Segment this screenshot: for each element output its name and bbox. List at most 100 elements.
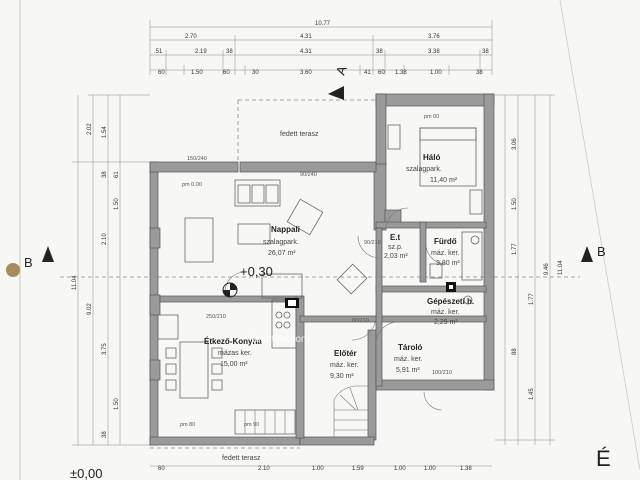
room-eloter-floor: máz. ker. xyxy=(330,362,358,369)
dim-top-2-a: 2.70 xyxy=(185,34,197,40)
section-marker-b-left: B xyxy=(24,246,54,270)
dim-right-inner-e: 88 xyxy=(512,348,518,355)
opening-150-240: 150/240 xyxy=(187,156,207,162)
punch-hole xyxy=(6,263,20,277)
dim-right-inner-f: 1.77 xyxy=(529,293,535,305)
dim-bottom-e: 1.00 xyxy=(394,466,406,472)
dim-top-2-c: 3.76 xyxy=(428,34,440,40)
room-eloter-area: 9,30 m² xyxy=(330,373,354,380)
bottom-dimensions: 60 2.10 1.00 1.59 1.00 1.00 1.38 xyxy=(150,465,492,472)
room-gepeszeti-floor: máz. ker. xyxy=(431,309,459,316)
dim-left-inner-d: 2.10 xyxy=(102,233,108,245)
dim-left-inner-f: 3.75 xyxy=(102,343,108,355)
furniture xyxy=(157,124,483,435)
dim-right-a: 9.46 xyxy=(544,263,550,275)
room-gepeszeti-area: 2,29 m² xyxy=(434,319,458,326)
section-a-label: A xyxy=(333,63,350,77)
dim-left-main: 9.02 xyxy=(87,303,93,315)
sofa-top xyxy=(234,179,281,207)
right-dimensions: 9.46 11.04 3.06 1.50 1.77 1.45 88 1.77 xyxy=(495,94,564,445)
left-dimensions: 11.04 9.02 2.02 1.54 38 61 2.10 1.50 3.7… xyxy=(72,94,150,446)
opening-pm90: pm 90 xyxy=(244,422,259,428)
room-furdo-name: Fürdő xyxy=(434,237,457,246)
room-tarolo-floor: máz. ker. xyxy=(394,356,422,363)
room-etkezo-floor: mázas ker. xyxy=(218,350,252,357)
room-nappali-area: 26,07 m² xyxy=(268,250,296,257)
coffee-table xyxy=(237,223,271,245)
interior-walls xyxy=(159,161,487,439)
room-et-floor: sz.p. xyxy=(388,244,403,251)
room-nappali-floor: szalagpark. xyxy=(263,239,299,246)
opening-250-210: 250/210 xyxy=(206,314,226,320)
armchair xyxy=(286,198,324,236)
dim-left-inner-g: 1.50 xyxy=(114,398,120,410)
dim-top-3-e: 38 xyxy=(376,49,383,55)
dim-left-inner-a: 1.54 xyxy=(102,126,108,138)
staircase xyxy=(333,385,369,438)
dim-top-4-e: 3.60 xyxy=(300,70,312,76)
room-gepeszeti-name: Gépészeti h. xyxy=(427,297,474,306)
terrace-top-label: fedett terasz xyxy=(280,131,319,138)
dim-top-4-i: 1.00 xyxy=(430,70,442,76)
section-marker-a: A xyxy=(328,63,350,100)
dim-right-inner-a: 3.06 xyxy=(512,138,518,150)
room-halo-name: Háló xyxy=(423,153,440,162)
dim-left-inner-c: 61 xyxy=(114,171,120,178)
terrace-top: fedett terasz xyxy=(237,99,378,162)
section-b-left-label: B xyxy=(24,255,33,270)
room-furdo-area: 3,80 m² xyxy=(436,260,460,267)
room-etkezo-name: Étkező-Konyha xyxy=(204,337,262,346)
room-labels: Nappali szalagpark. 26,07 m² Háló szalag… xyxy=(204,153,474,380)
opening-pm60: pm 60 xyxy=(424,114,439,120)
dim-top-3-a: .51 xyxy=(154,49,163,55)
dim-top-4-a: 60 xyxy=(158,70,165,76)
opening-pm000: pm 0.00 xyxy=(182,182,202,188)
dim-left-inner-b: 38 xyxy=(102,171,108,178)
opening-90-210: 90/210 xyxy=(364,240,381,246)
room-et-name: E.t xyxy=(390,233,401,242)
dim-bottom-a: 60 xyxy=(158,466,165,472)
room-halo-area: 11,40 m² xyxy=(430,177,458,184)
opening-80-210: 80/210 xyxy=(352,318,369,324)
dim-right-inner-b: 1.50 xyxy=(512,198,518,210)
sofa-left xyxy=(184,217,214,263)
dim-bottom-d: 1.59 xyxy=(352,466,364,472)
room-furdo-floor: máz. ker. xyxy=(431,250,459,257)
dim-right-b: 11.04 xyxy=(558,260,564,275)
dim-top-3-b: 2.19 xyxy=(195,49,207,55)
dim-top-3-c: 38 xyxy=(226,49,233,55)
bathtub xyxy=(461,231,483,281)
section-b-right-label: B xyxy=(597,244,606,259)
room-halo-floor: szalagpark. xyxy=(406,166,442,173)
terrace-bottom-label: fedett terasz xyxy=(222,455,261,462)
room-eloter-name: Előtér xyxy=(334,349,357,358)
exterior-walls xyxy=(149,93,495,446)
room-tarolo-name: Tároló xyxy=(398,343,423,352)
opening-pm80: pm 80 xyxy=(180,422,195,428)
dim-top-4-h: 1.38 xyxy=(395,70,407,76)
tv-unit xyxy=(261,273,303,299)
dim-right-inner-d: 1.45 xyxy=(529,388,535,400)
dim-bottom-f: 1.00 xyxy=(424,466,436,472)
room-et-area: 2,03 m² xyxy=(384,253,408,260)
dim-left-top: 2.02 xyxy=(87,123,93,135)
dim-left-inner-h: 38 xyxy=(102,431,108,438)
dim-top-4-d: 30 xyxy=(252,70,259,76)
level-marker: +0,30 xyxy=(222,264,273,298)
dim-top-4-g: 60 xyxy=(378,70,385,76)
dim-top-4-c: 60 xyxy=(223,70,230,76)
dim-top-3-f: 3.38 xyxy=(428,49,440,55)
top-dimensions: 10.77 2.70 4.31 3.76 .51 2.19 38 4.31 38… xyxy=(149,20,493,76)
terrace-bottom: fedett terasz xyxy=(150,447,300,462)
level-bottom-label: ±0,00 xyxy=(70,466,102,480)
room-tarolo-area: 5,91 m² xyxy=(396,367,420,374)
dim-right-inner-c: 1.77 xyxy=(512,243,518,255)
watermark: Ingatlan.com xyxy=(252,334,309,345)
level-center-label: +0,30 xyxy=(240,264,273,279)
dim-bottom-b: 2.10 xyxy=(258,466,270,472)
kitchen-counter xyxy=(271,299,297,349)
dim-top-4-j: 38 xyxy=(476,70,483,76)
doors xyxy=(224,207,447,411)
dim-top-3-d: 4.31 xyxy=(300,49,312,55)
